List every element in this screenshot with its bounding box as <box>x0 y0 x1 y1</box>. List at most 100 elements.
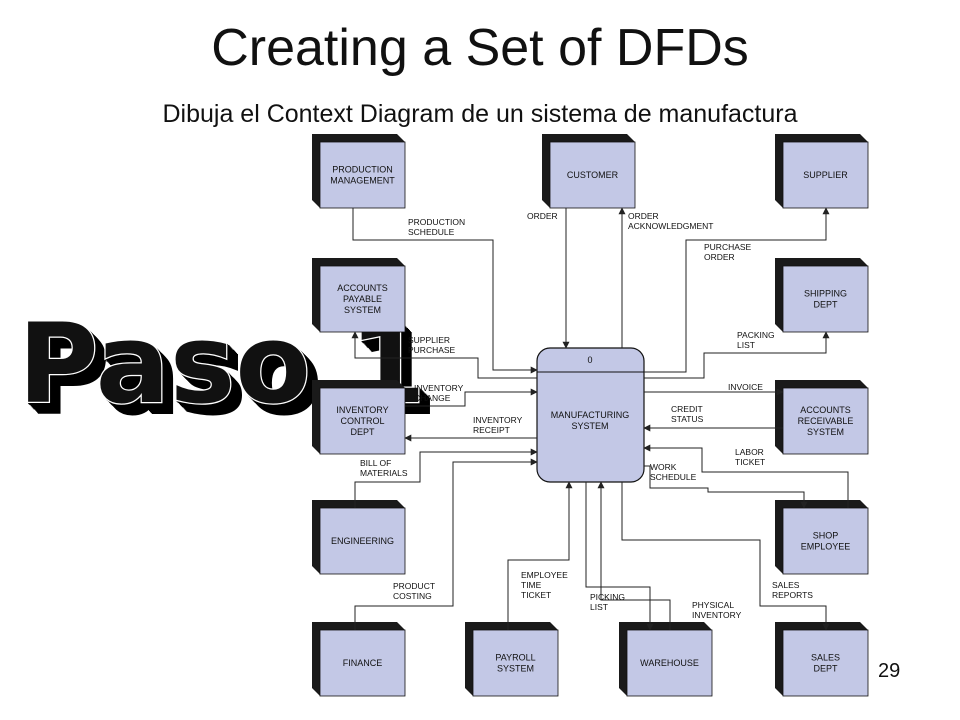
flow-sales-reports <box>621 482 830 631</box>
entity-label: PAYROLL <box>495 653 535 663</box>
flow-employee-time-ticket <box>507 481 573 630</box>
entity-label: FINANCE <box>343 658 383 668</box>
flow-label-line: PURCHASE <box>408 345 456 355</box>
flow-label-line: LABOR <box>735 447 764 457</box>
flow-labor-ticket <box>643 444 849 508</box>
entity-warehouse: WAREHOUSE <box>619 622 713 697</box>
entity-label: SALES <box>811 653 840 663</box>
slide-subtitle: Dibuja el Context Diagram de un sistema … <box>162 100 798 128</box>
flow-label-line: BILL OF <box>360 458 391 468</box>
flow-label-line: RECEIPT <box>473 425 510 435</box>
entity-label: PRODUCTION <box>332 165 393 175</box>
flow-label-line: CREDIT <box>671 404 703 414</box>
flow-packing-list <box>644 331 830 379</box>
entity-face <box>549 141 636 209</box>
flow-label-line: MATERIALS <box>360 468 408 478</box>
process-label: SYSTEM <box>571 421 608 431</box>
flow-label-line: LIST <box>737 340 755 350</box>
flow-label-line: INVOICE <box>728 382 763 392</box>
entity-face <box>319 629 406 697</box>
entity-label: DEPT <box>350 427 375 437</box>
flow-label-line: TICKET <box>735 457 765 467</box>
entity-label: CUSTOMER <box>567 170 619 180</box>
entity-label: SYSTEM <box>344 305 381 315</box>
flow-label-line: SALES <box>772 580 800 590</box>
entity-label: ACCOUNTS <box>337 283 388 293</box>
flow-bill-of-materials <box>354 448 538 508</box>
flow-label-line: SCHEDULE <box>408 227 455 237</box>
flow-layer <box>351 207 849 631</box>
flow-production-schedule <box>352 208 538 374</box>
flow-label-line: PACKING <box>737 330 775 340</box>
entity-label: DEPT <box>813 300 838 310</box>
flow-label-line: INVENTORY <box>692 610 742 620</box>
entity-face <box>782 387 869 455</box>
entity-label: SYSTEM <box>497 664 534 674</box>
flow-label-line: COSTING <box>393 591 432 601</box>
slide-title: Creating a Set of DFDs <box>211 19 749 77</box>
entity-label: SHOP <box>813 531 839 541</box>
flow-label-line: TIME <box>521 580 542 590</box>
entity-face <box>319 265 406 333</box>
flow-label-line: INVENTORY <box>414 383 464 393</box>
flow-label-line: ORDER <box>704 252 735 262</box>
entity-face <box>319 387 406 455</box>
flow-label-line: REPORTS <box>772 590 813 600</box>
flow-label-line: LIST <box>590 602 608 612</box>
entity-customer: CUSTOMER <box>542 134 636 209</box>
entity-face <box>319 507 406 575</box>
entity-engineering: ENGINEERING <box>312 500 406 575</box>
entity-label: MANAGEMENT <box>330 176 395 186</box>
flow-label-line: WORK <box>650 462 677 472</box>
flow-label-line: ORDER <box>628 211 659 221</box>
flow-work-schedule <box>644 465 808 509</box>
entity-supplier: SUPPLIER <box>775 134 869 209</box>
entity-label: INVENTORY <box>336 405 388 415</box>
process-label: MANUFACTURING <box>551 410 630 420</box>
flow-supplier-purchase <box>351 331 537 379</box>
entity-label: ACCOUNTS <box>800 405 851 415</box>
flow-label-line: PRODUCT <box>393 581 435 591</box>
entity-label: WAREHOUSE <box>640 658 699 668</box>
flow-label-order: ORDER <box>527 211 558 221</box>
entity-face <box>782 141 869 209</box>
entity-finance: FINANCE <box>312 622 406 697</box>
flow-label-line: ORDER <box>527 211 558 221</box>
entity-label: PAYABLE <box>343 294 382 304</box>
flow-label-line: STATUS <box>671 414 704 424</box>
entity-label: CONTROL <box>340 416 384 426</box>
entity-label: DEPT <box>813 664 838 674</box>
entity-face <box>782 507 869 575</box>
flow-physical-inventory <box>597 481 671 630</box>
flow-label-line: PICKING <box>590 592 625 602</box>
entity-face <box>319 141 406 209</box>
entity-label: SHIPPING <box>804 289 847 299</box>
flow-label-line: CHANGE <box>414 393 451 403</box>
